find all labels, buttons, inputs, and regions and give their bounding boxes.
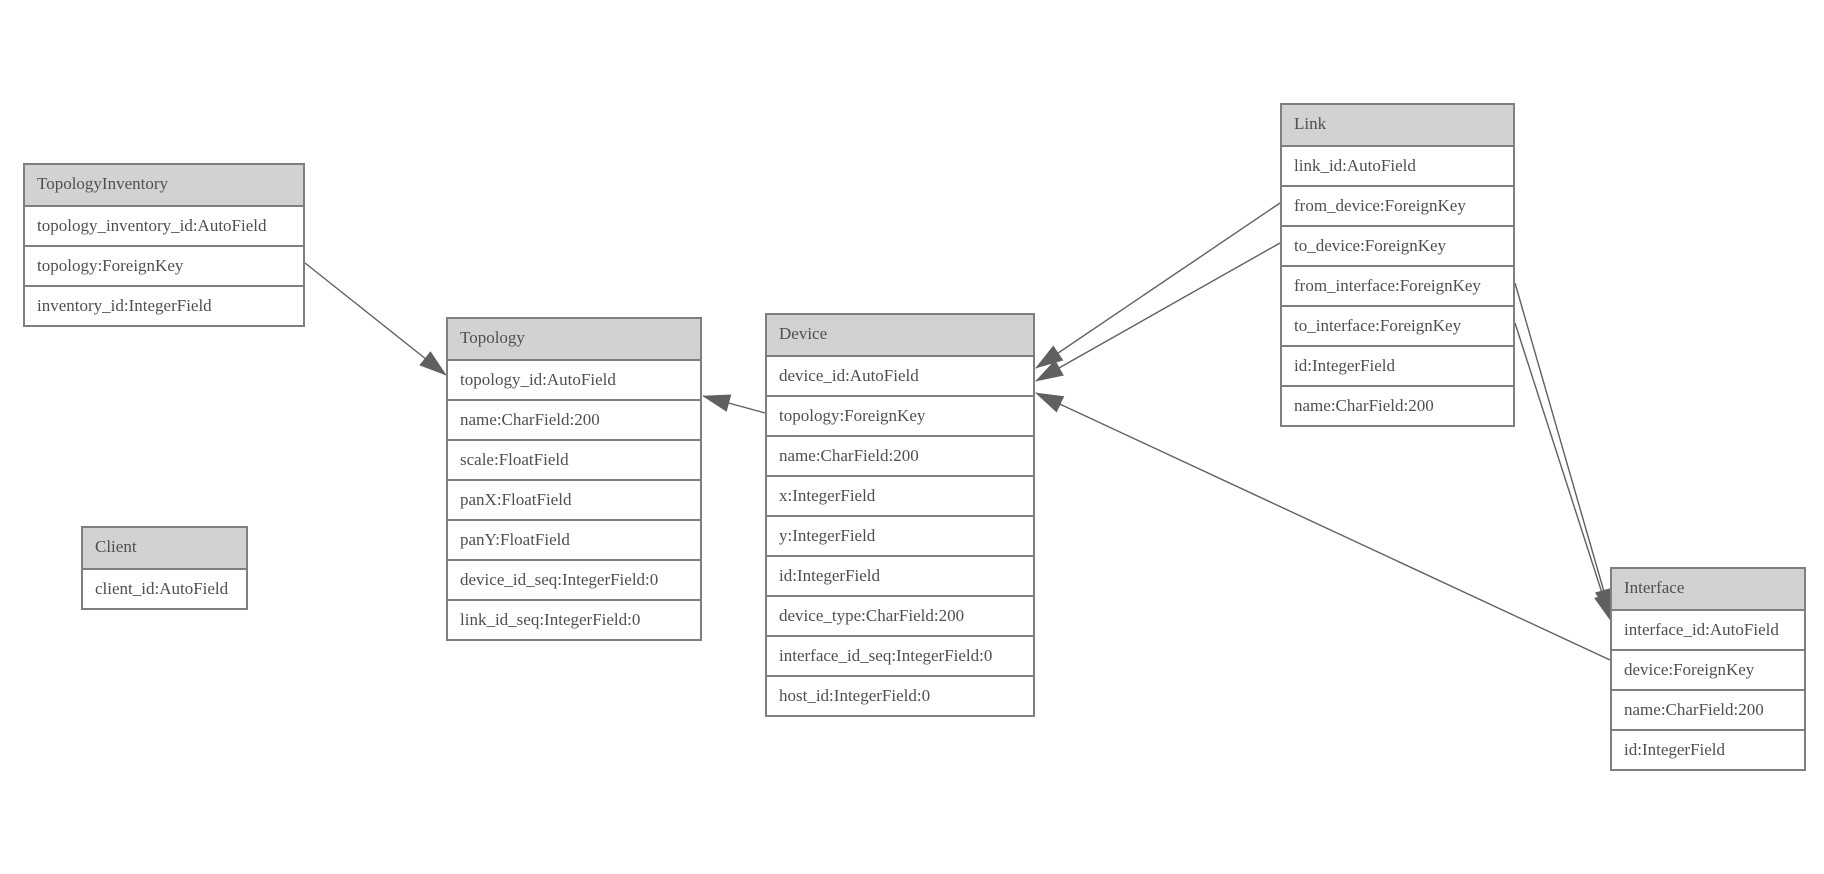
field-row: scale:FloatField — [448, 439, 700, 479]
field-row: y:IntegerField — [767, 515, 1033, 555]
field-row: from_interface:ForeignKey — [1282, 265, 1513, 305]
foreign-key-edge-1 — [702, 394, 766, 414]
foreign-key-edge-3 — [1035, 242, 1281, 382]
edge-group — [304, 202, 1613, 661]
field-row: name:CharField:200 — [448, 399, 700, 439]
field-row: interface_id:AutoField — [1612, 609, 1804, 649]
entity-title: Device — [767, 315, 1033, 355]
entity-title: TopologyInventory — [25, 165, 303, 205]
field-row: to_device:ForeignKey — [1282, 225, 1513, 265]
field-row: inventory_id:IntegerField — [25, 285, 303, 325]
field-row: link_id_seq:IntegerField:0 — [448, 599, 700, 639]
field-row: client_id:AutoField — [83, 568, 246, 608]
field-row: name:CharField:200 — [1282, 385, 1513, 425]
field-row: from_device:ForeignKey — [1282, 185, 1513, 225]
foreign-key-edge-2 — [1035, 202, 1281, 369]
field-row: device_type:CharField:200 — [767, 595, 1033, 635]
entity-title: Link — [1282, 105, 1513, 145]
field-row: device:ForeignKey — [1612, 649, 1804, 689]
foreign-key-edge-0 — [304, 262, 447, 376]
field-row: host_id:IntegerField:0 — [767, 675, 1033, 715]
field-row: id:IntegerField — [767, 555, 1033, 595]
field-row: topology_id:AutoField — [448, 359, 700, 399]
field-row: topology:ForeignKey — [25, 245, 303, 285]
field-row: id:IntegerField — [1612, 729, 1804, 769]
field-row: name:CharField:200 — [767, 435, 1033, 475]
entity-title: Interface — [1612, 569, 1804, 609]
field-row: topology_inventory_id:AutoField — [25, 205, 303, 245]
field-row: topology:ForeignKey — [767, 395, 1033, 435]
field-row: device_id:AutoField — [767, 355, 1033, 395]
entity-title: Client — [83, 528, 246, 568]
foreign-key-edge-5 — [1514, 322, 1612, 622]
foreign-key-edge-4 — [1514, 282, 1613, 617]
field-row: name:CharField:200 — [1612, 689, 1804, 729]
field-row: to_interface:ForeignKey — [1282, 305, 1513, 345]
field-row: link_id:AutoField — [1282, 145, 1513, 185]
foreign-key-edge-6 — [1035, 392, 1611, 661]
field-row: x:IntegerField — [767, 475, 1033, 515]
field-row: panY:FloatField — [448, 519, 700, 559]
field-row: device_id_seq:IntegerField:0 — [448, 559, 700, 599]
entity-title: Topology — [448, 319, 700, 359]
field-row: interface_id_seq:IntegerField:0 — [767, 635, 1033, 675]
field-row: panX:FloatField — [448, 479, 700, 519]
field-row: id:IntegerField — [1282, 345, 1513, 385]
